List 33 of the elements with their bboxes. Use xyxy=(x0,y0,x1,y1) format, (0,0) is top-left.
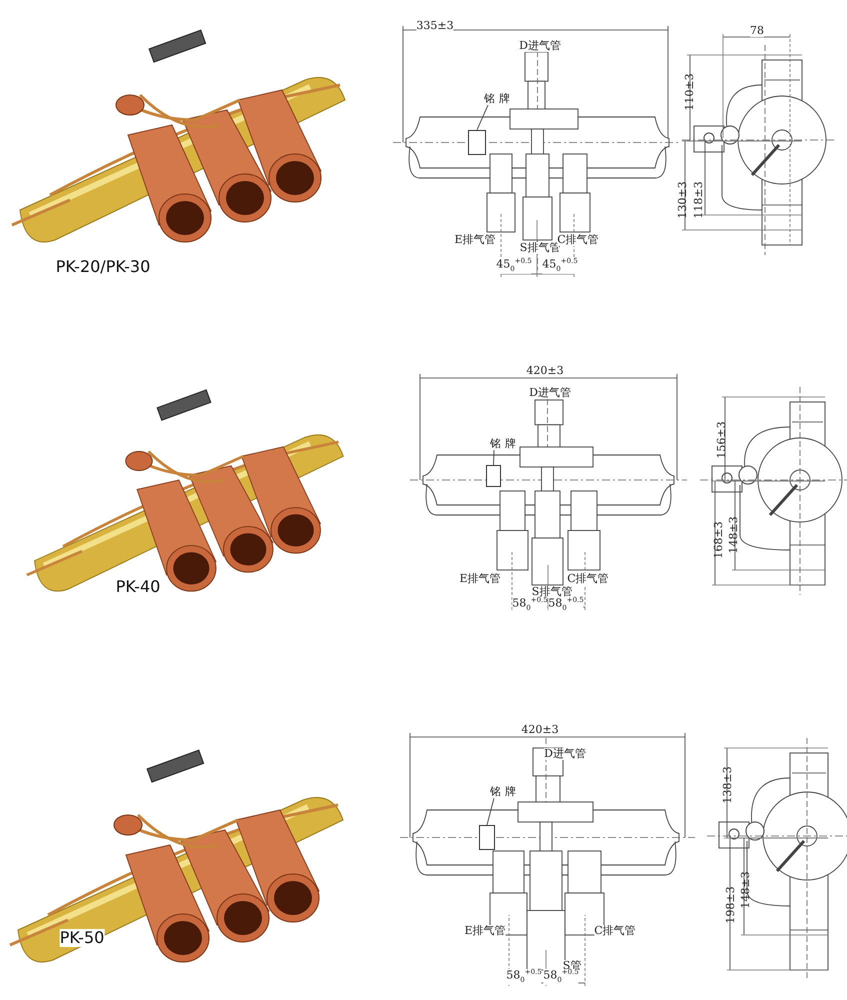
model-name: PK-20/PK-30 xyxy=(56,258,150,276)
port-label: E排气管 xyxy=(454,234,496,246)
dimension-label: 148±3 xyxy=(740,871,752,909)
port-label: C排气管 xyxy=(557,234,599,246)
dimension-label: 156±3 xyxy=(716,421,728,459)
port-label: D进气管 xyxy=(529,387,571,400)
nameplate-label: 铭牌 xyxy=(484,93,514,106)
dimension-label: 110±3 xyxy=(684,73,696,111)
nameplate-label: 铭牌 xyxy=(490,438,520,450)
port-label: E排气管 xyxy=(459,573,501,586)
dimension-label: 148±3 xyxy=(728,516,740,554)
dimension-label: 78 xyxy=(750,25,764,38)
leader-line xyxy=(493,450,494,466)
port-label: D进气管 xyxy=(544,748,586,760)
dimension-label: 130±3 xyxy=(676,181,690,219)
dimension-label: 198±3 xyxy=(724,886,738,924)
leader-line xyxy=(476,104,488,130)
dimension-label: 168±3 xyxy=(712,521,726,559)
nameplate-box xyxy=(486,465,501,487)
port-label: C排气管 xyxy=(594,925,636,938)
port-label: D进气管 xyxy=(519,40,561,52)
dimension-label: 420±3 xyxy=(526,365,564,378)
dimension-label: 335±3 xyxy=(416,20,454,32)
dimension-label: 138±3 xyxy=(722,766,734,804)
dimension-label: 420±3 xyxy=(521,724,559,736)
nameplate-box xyxy=(479,825,495,850)
dimension-label: 118±3 xyxy=(692,181,706,219)
nameplate-label: 铭牌 xyxy=(490,786,520,798)
model-name: PK-50 xyxy=(60,929,104,947)
nameplate-box xyxy=(468,130,486,155)
port-label: E排气管 xyxy=(464,925,506,938)
leader-line xyxy=(486,798,494,826)
port-label: C排气管 xyxy=(567,573,609,586)
